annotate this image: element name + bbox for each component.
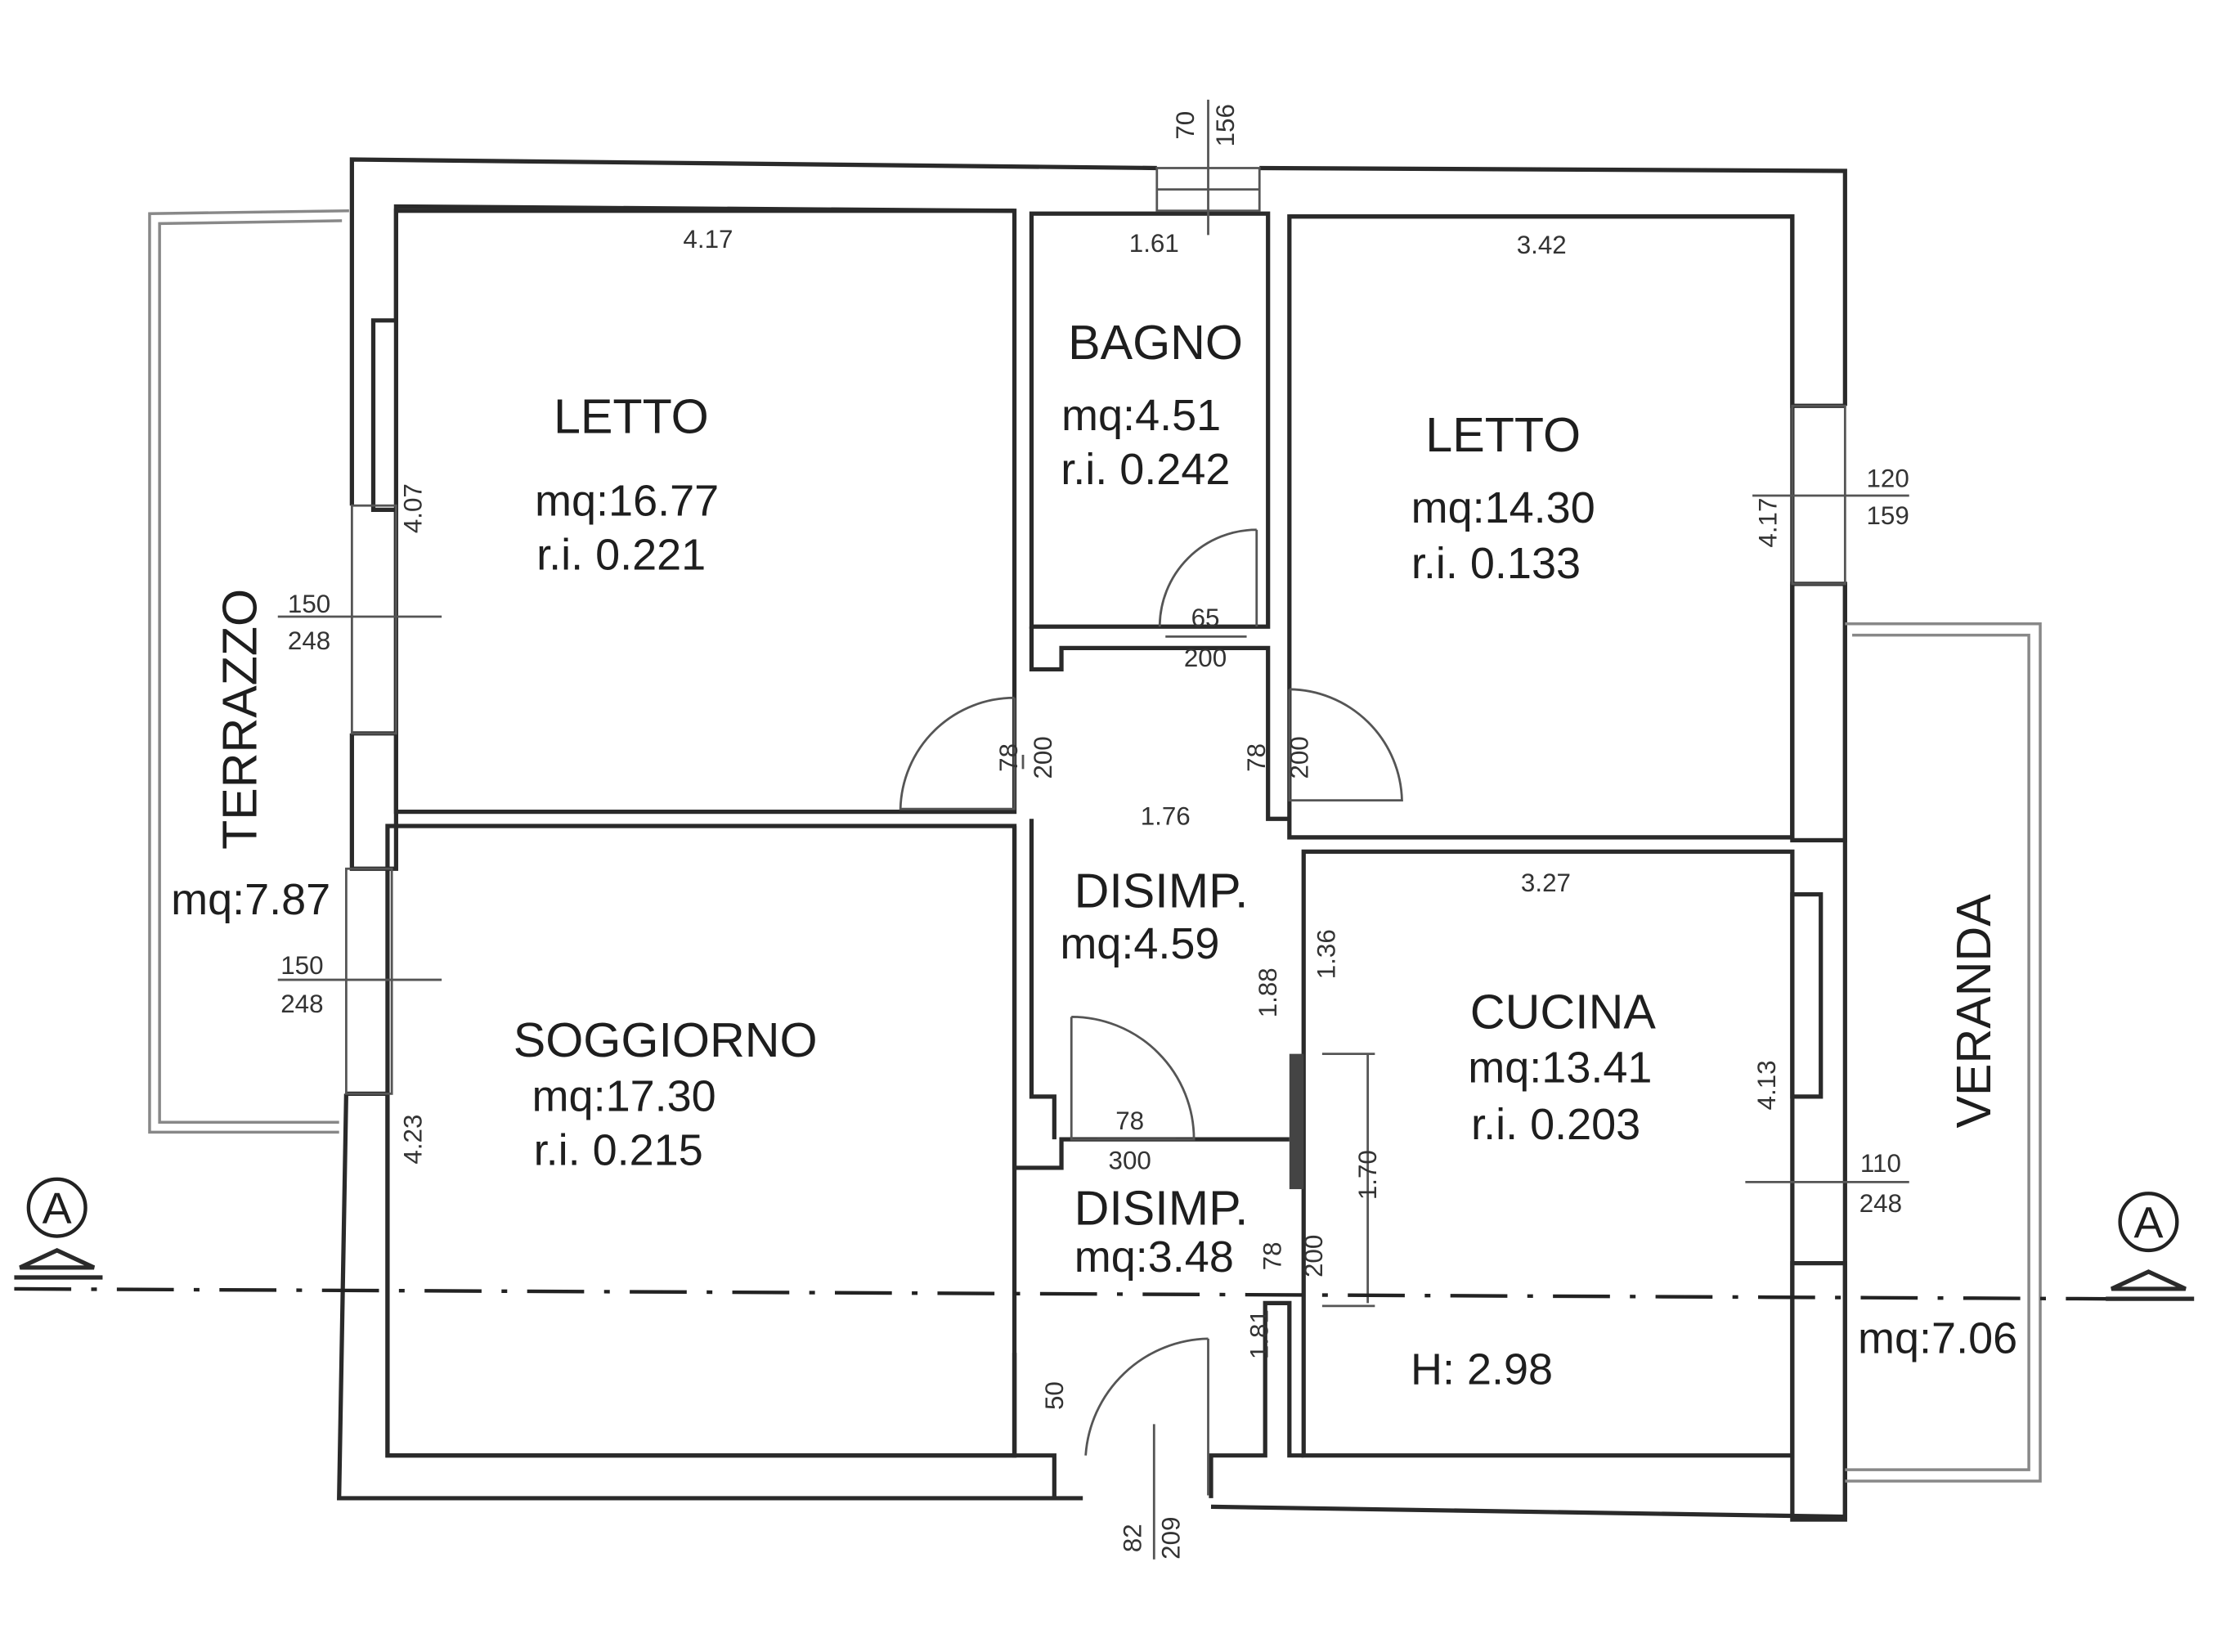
dim-label: 78	[994, 743, 1023, 772]
dim-label: 248	[288, 626, 330, 655]
section-label: A	[43, 1184, 72, 1233]
dim-label: 200	[1029, 736, 1057, 779]
room-disimp-2: DISIMP. mq:3.48	[1074, 1181, 1249, 1282]
dim-label: 200	[1184, 644, 1227, 672]
dimension-labels: 4.17 1.61 3.42 70 156 4.07 150 248 150 2…	[280, 104, 1909, 1560]
section-marker-left: A	[14, 1177, 103, 1280]
room-ri: r.i. 0.133	[1411, 539, 1581, 588]
room-name: VERANDA	[1946, 894, 2001, 1129]
room-area: mq:4.51	[1061, 391, 1221, 440]
room-area: mq:14.30	[1411, 483, 1595, 532]
room-name: DISIMP.	[1074, 863, 1249, 918]
room-area: mq:17.30	[532, 1071, 716, 1120]
dim-label: 50	[1040, 1381, 1069, 1410]
dim-label: 4.23	[399, 1115, 428, 1165]
room-area: mq:7.87	[171, 875, 330, 924]
dim-label: 1.88	[1254, 967, 1282, 1017]
walls	[14, 99, 2109, 1560]
room-name: CUCINA	[1470, 984, 1657, 1039]
room-area: mq:4.59	[1060, 919, 1219, 968]
room-letto-1: LETTO mq:16.77 r.i. 0.221	[535, 388, 719, 579]
room-veranda: VERANDA mq:7.06	[1858, 894, 2017, 1363]
dim-label: 1.76	[1141, 801, 1191, 830]
dim-label: 1.61	[1129, 229, 1179, 258]
ceiling-height: H: 2.98	[1411, 1345, 1553, 1394]
dim-label: 110	[1860, 1149, 1901, 1178]
dim-label: 78	[1242, 743, 1271, 772]
dim-label: 300	[1109, 1147, 1151, 1175]
room-ri: r.i. 0.221	[536, 531, 706, 580]
dim-label: 65	[1191, 604, 1220, 632]
room-area: mq:7.06	[1858, 1313, 2017, 1362]
dim-label: 150	[280, 951, 323, 980]
section-marker-right: A	[2106, 1192, 2195, 1301]
dim-label: 3.42	[1517, 231, 1567, 259]
dim-label: 1.36	[1312, 929, 1341, 979]
dim-label: 1.81	[1245, 1309, 1274, 1359]
section-line	[14, 1286, 2109, 1301]
dim-label: 4.07	[399, 483, 428, 533]
dim-label: 4.13	[1752, 1060, 1781, 1110]
dim-label: 200	[1299, 1235, 1328, 1277]
room-ri: r.i. 0.215	[534, 1125, 703, 1174]
room-name: BAGNO	[1068, 315, 1243, 370]
dim-label: 4.17	[1754, 498, 1783, 548]
dim-label: 248	[1859, 1189, 1902, 1218]
room-name: DISIMP.	[1074, 1181, 1249, 1236]
room-letto-2: LETTO mq:14.30 r.i. 0.133	[1411, 407, 1595, 588]
dim-label: 156	[1211, 104, 1240, 146]
dim-label: 82	[1119, 1524, 1147, 1552]
room-area: mq:3.48	[1074, 1232, 1234, 1282]
dim-label: 70	[1171, 111, 1200, 140]
room-name: LETTO	[554, 388, 709, 443]
dim-label: 248	[280, 990, 323, 1018]
room-soggiorno: SOGGIORNO mq:17.30 r.i. 0.215	[514, 1012, 818, 1174]
dim-label: 4.17	[683, 225, 733, 254]
dim-label: 200	[1285, 736, 1313, 779]
room-area: mq:16.77	[535, 476, 719, 525]
section-label: A	[2133, 1198, 2163, 1247]
dim-label: 1.70	[1353, 1150, 1382, 1200]
room-name: SOGGIORNO	[514, 1012, 818, 1067]
room-cucina: CUCINA mq:13.41 r.i. 0.203	[1468, 984, 1656, 1149]
room-terrazzo: TERRAZZO mq:7.87	[171, 589, 330, 924]
dim-label: 150	[288, 590, 330, 618]
dim-label: 120	[1866, 465, 1909, 493]
room-ri: r.i. 0.242	[1061, 445, 1230, 494]
dim-label: 159	[1866, 501, 1909, 530]
room-name: LETTO	[1425, 407, 1581, 462]
sliding-door	[1289, 1053, 1304, 1190]
room-area: mq:13.41	[1468, 1043, 1652, 1092]
dim-label: 78	[1115, 1107, 1144, 1135]
room-bagno: BAGNO mq:4.51 r.i. 0.242	[1061, 315, 1243, 494]
dim-label: 78	[1258, 1241, 1286, 1270]
room-name: TERRAZZO	[213, 589, 267, 850]
room-ri: r.i. 0.203	[1471, 1100, 1640, 1149]
dim-label: 209	[1157, 1517, 1186, 1560]
room-disimp-1: DISIMP. mq:4.59	[1060, 863, 1248, 968]
dim-label: 3.27	[1521, 869, 1571, 897]
